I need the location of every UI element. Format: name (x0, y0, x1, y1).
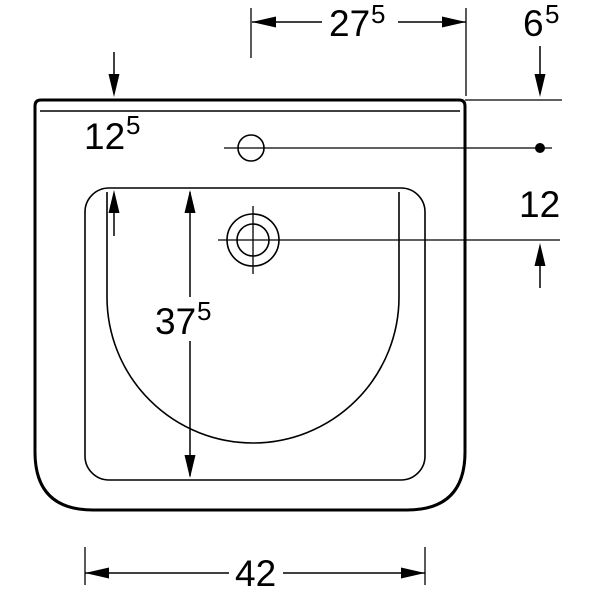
dim-rim-depth-arrow-up (184, 190, 196, 213)
dim-rim-depth-label-mask (150, 297, 234, 341)
dim-rim-depth-arrow-down (184, 455, 196, 478)
drain (218, 206, 560, 274)
dim-tap-to-drain-label: 12 (519, 184, 560, 225)
dim-back-to-tap-arrow-down (534, 74, 546, 97)
dim-back-to-tap: 6 5 (465, 0, 562, 101)
dim-rim-depth-label-sup: 5 (197, 296, 211, 326)
dim-back-to-rim-label: 12 (84, 116, 125, 157)
tap-hole (224, 134, 552, 162)
dim-back-to-rim-label-sup: 5 (126, 110, 140, 140)
dim-tap-to-drain-dot (535, 143, 545, 153)
dim-bottom-width-arrow-left (85, 567, 109, 579)
basin-inner-rim-outline (84, 187, 426, 481)
dim-bottom-width-arrow-right (401, 567, 425, 579)
bowl-outline (106, 192, 400, 444)
basin-outer-outline (33, 98, 467, 512)
dim-bottom-width-label: 42 (235, 553, 276, 594)
dim-back-to-rim-arrow-down (108, 74, 120, 97)
dim-top-width-label-sup: 5 (371, 0, 385, 29)
dim-back-to-rim-arrow-up (108, 190, 120, 213)
dim-tap-to-drain-arrow-up (534, 243, 546, 266)
dim-back-to-tap-label-sup: 5 (545, 0, 559, 29)
dim-rim-depth-label: 37 (155, 301, 196, 342)
dim-back-to-rim: 12 5 (84, 52, 140, 236)
dim-tap-to-drain: 12 (519, 143, 560, 288)
dim-top-width: 27 5 (250, 0, 467, 96)
dim-bottom-width: 42 (84, 547, 426, 594)
dim-rim-depth: 37 5 (150, 190, 234, 478)
dim-top-width-label: 27 (329, 3, 370, 44)
dim-top-width-arrow-right (442, 16, 466, 28)
drain-outer-circle (226, 213, 280, 267)
drain-inner-circle (236, 223, 270, 257)
dim-back-to-tap-label: 6 (523, 3, 544, 44)
dim-top-width-arrow-left (252, 16, 276, 28)
